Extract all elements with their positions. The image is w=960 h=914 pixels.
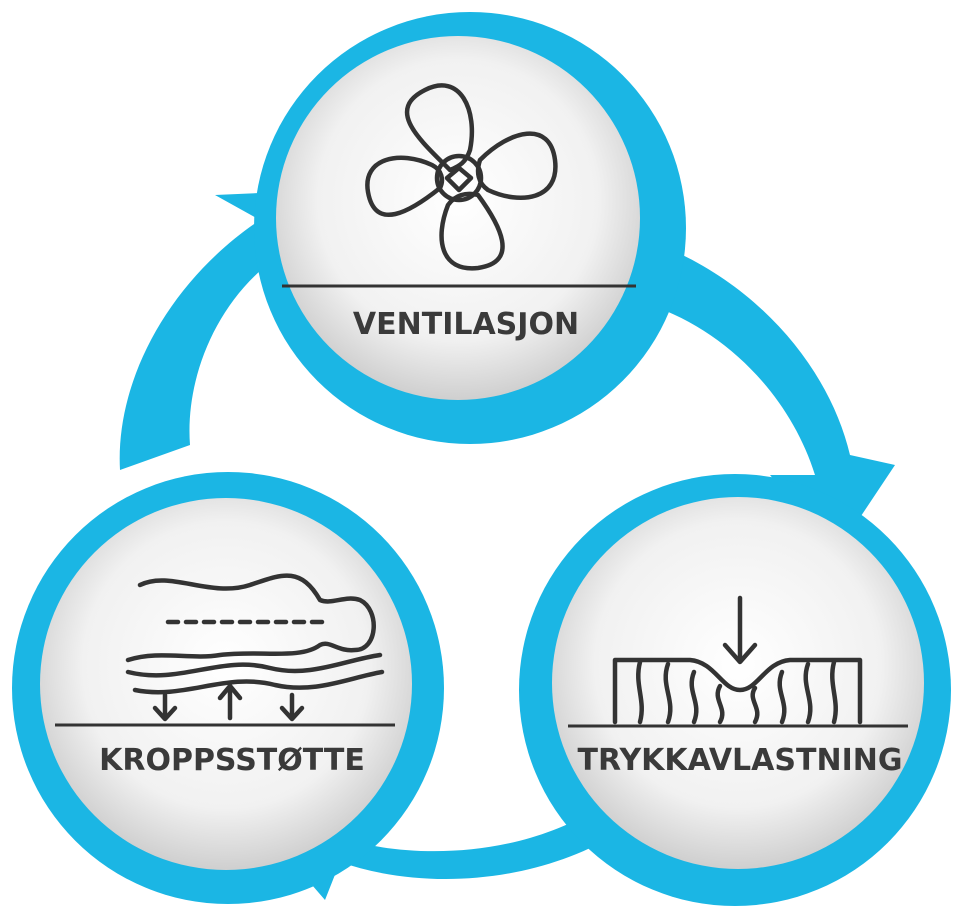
fan-icon	[365, 83, 558, 271]
node-pressure-relief: TRYKKAVLASTNING	[519, 474, 951, 906]
body-support-icon	[125, 573, 385, 722]
arrow-top-to-right	[650, 245, 895, 555]
node-label: VENTILASJON	[353, 307, 579, 342]
node-disc	[552, 497, 924, 869]
node-label: TRYKKAVLASTNING	[578, 743, 903, 778]
node-ventilation: VENTILASJON	[254, 12, 686, 444]
arrow-left-to-top	[119, 190, 330, 470]
node-body-support: KROPPSSTØTTE	[12, 472, 444, 904]
node-disc	[276, 36, 640, 400]
mattress-compression-icon	[612, 595, 863, 725]
node-label: KROPPSSTØTTE	[99, 743, 365, 778]
